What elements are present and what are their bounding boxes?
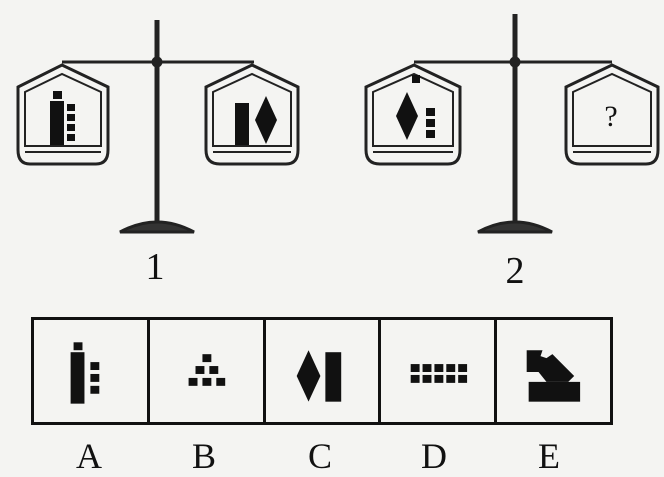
option-b[interactable] (150, 320, 266, 422)
scale-1-left-contents (50, 91, 75, 145)
scale-1-right-contents (235, 96, 277, 145)
answer-options (31, 317, 613, 425)
option-a[interactable] (34, 320, 150, 422)
option-e-figure (497, 320, 610, 422)
option-a-letter: A (69, 438, 109, 474)
option-d[interactable] (381, 320, 497, 422)
option-b-figure (150, 320, 263, 422)
option-b-letter: B (184, 438, 224, 474)
option-e[interactable] (497, 320, 610, 422)
scale-1-label: 1 (135, 248, 175, 286)
option-a-figure (34, 320, 147, 422)
option-e-letter: E (529, 438, 569, 474)
option-d-figure (381, 320, 494, 422)
option-c-figure (266, 320, 379, 422)
option-c-letter: C (300, 438, 340, 474)
scale-1-right-pan (206, 65, 298, 164)
scale-2-left-contents (396, 75, 435, 140)
scale-2-label: 2 (495, 252, 535, 290)
option-c[interactable] (266, 320, 382, 422)
option-d-letter: D (414, 438, 454, 474)
unknown-weight-mark: ? (596, 102, 626, 132)
